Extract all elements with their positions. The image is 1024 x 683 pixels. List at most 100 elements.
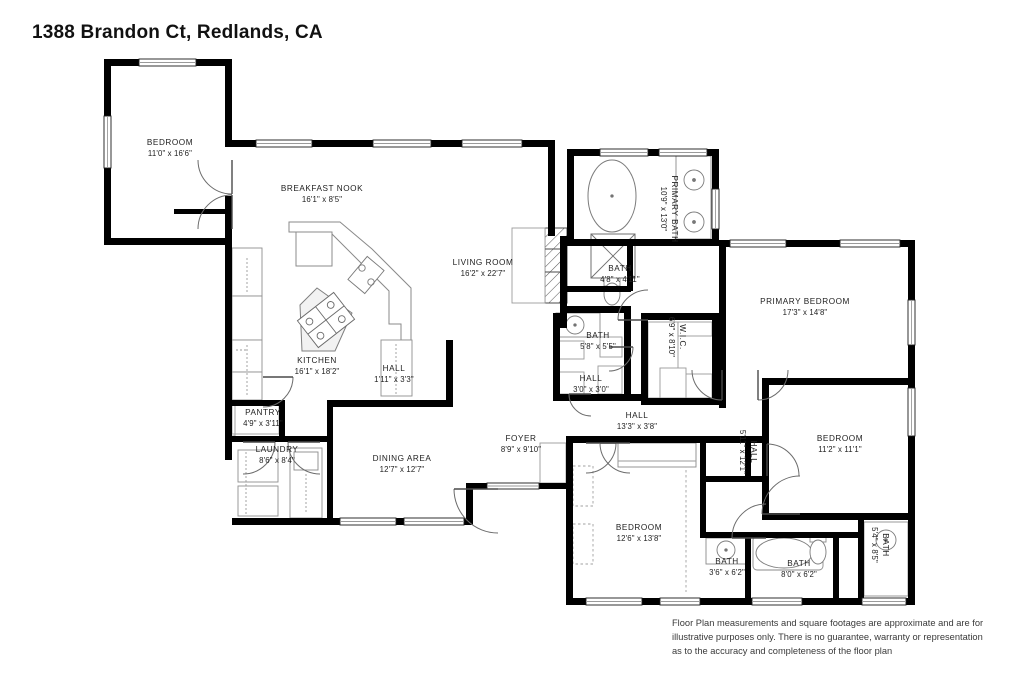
wall-segment	[566, 436, 573, 605]
wall-segment	[762, 378, 915, 385]
room-dimensions: 8'9" x 9'10"	[500, 444, 542, 454]
primary-bath-tub	[587, 159, 637, 233]
room-name: BEDROOM	[816, 434, 864, 444]
room-dimensions: 6'9" x 8'10"	[667, 316, 677, 358]
wall-segment	[548, 140, 555, 236]
doors-layer	[197, 159, 801, 539]
wall-segment	[446, 340, 453, 402]
room-dimensions: 10'9" x 13'0"	[659, 186, 669, 232]
wall-segment	[706, 476, 762, 482]
wall-segment	[567, 239, 719, 246]
room-name: LAUNDRY	[255, 445, 299, 455]
wall-segment	[627, 239, 633, 291]
room-dimensions: 3'0" x 3'0"	[573, 384, 609, 394]
wall-segment	[719, 240, 915, 247]
room-name: HALL	[579, 374, 603, 384]
corner-bath-vanity	[863, 521, 909, 597]
window-opening	[729, 239, 787, 248]
room-dimensions: 17'3" x 14'8"	[782, 307, 828, 317]
kitchen-island	[296, 287, 356, 352]
wall-segment	[466, 483, 473, 525]
room-name: BEDROOM	[615, 523, 663, 533]
hall-closet-kitchen	[380, 339, 413, 397]
fireplace-chase	[511, 227, 568, 304]
window-opening	[403, 517, 465, 526]
disclaimer: Floor Plan measurements and square foota…	[672, 616, 1012, 658]
kitchen-cabinets-left	[231, 247, 263, 401]
window-opening	[907, 387, 916, 437]
room-name: W.I.C.	[677, 324, 687, 350]
room-dimensions: 8'6" x 8'4"	[259, 455, 295, 465]
window-opening	[339, 517, 397, 526]
window-opening	[486, 482, 540, 490]
room-name: HALL	[382, 364, 406, 374]
room-dimensions: 11'2" x 11'1"	[818, 444, 862, 454]
room-label: W.I.C.6'9" x 8'10"	[657, 317, 697, 357]
cooktop-upper-icon	[347, 255, 385, 295]
kitchen-counter-run	[288, 221, 412, 341]
window-opening	[585, 597, 643, 606]
door-swing	[585, 442, 617, 474]
wall-segment	[700, 532, 858, 538]
wall-segment	[232, 518, 333, 525]
window-opening	[138, 58, 197, 67]
window-opening	[255, 139, 313, 148]
wall-segment	[174, 209, 225, 214]
wall-segment	[225, 400, 232, 460]
door-swing	[691, 369, 723, 401]
room-name: PRIMARY BEDROOM	[760, 297, 850, 307]
room-dimensions: 16'2" x 22'7"	[460, 268, 506, 278]
wall-segment	[553, 394, 641, 401]
door-swing	[766, 443, 800, 477]
room-name: BATH	[715, 557, 739, 567]
room-name: HALL	[748, 440, 758, 464]
room-name: KITCHEN	[297, 356, 337, 366]
primary-bath-vanity	[675, 155, 712, 240]
wall-segment	[700, 443, 706, 538]
window-opening	[103, 115, 112, 169]
wall-segment	[567, 149, 574, 239]
door-swing	[599, 442, 631, 474]
room-dimensions: 4'9" x 3'11"	[243, 418, 283, 428]
wall-segment	[333, 400, 453, 407]
door-swing	[453, 488, 499, 534]
room-name: BREAKFAST NOOK	[280, 184, 364, 194]
door-swing	[731, 503, 767, 539]
hall-bath-vanity	[705, 537, 749, 565]
wall-segment	[225, 196, 232, 245]
door-swing	[761, 475, 801, 515]
room-dimensions: 5'4" x 8'5"	[870, 527, 880, 563]
room-name: BATH	[787, 559, 811, 569]
room-dimensions: 5'8" x 5'5"	[580, 341, 616, 351]
wall-segment	[566, 436, 762, 443]
bedroom-wardrobe	[617, 442, 697, 468]
door-swing	[617, 289, 649, 321]
room-name: BATH	[586, 331, 610, 341]
room-dimensions: 3'6" x 6'2"	[709, 567, 745, 577]
wall-segment	[858, 520, 864, 598]
window-opening	[658, 148, 708, 157]
wall-segment	[225, 59, 232, 145]
page-title: 1388 Brandon Ct, Redlands, CA	[32, 22, 323, 43]
window-opening	[711, 188, 720, 230]
